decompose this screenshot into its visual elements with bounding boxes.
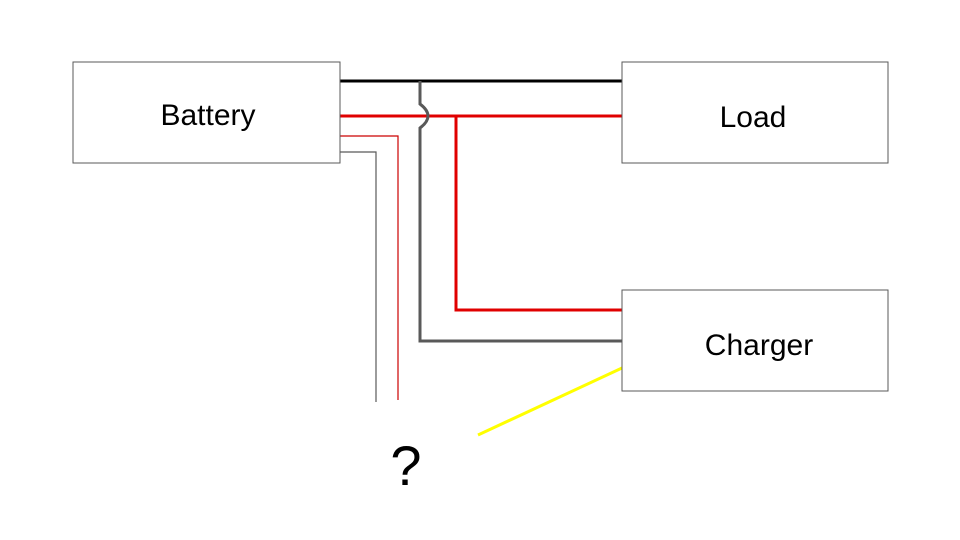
unknown-component-label: ? bbox=[390, 434, 421, 497]
load-box[interactable]: Load bbox=[621, 61, 889, 164]
battery-box[interactable]: Battery bbox=[72, 61, 341, 164]
charger-positive-wire bbox=[454, 116, 622, 312]
charger-signal-wire bbox=[477, 366, 623, 437]
battery-label: Battery bbox=[160, 99, 255, 132]
charger-label: Charger bbox=[705, 329, 813, 362]
unknown-positive-wire bbox=[340, 135, 399, 400]
unknown-negative-wire bbox=[340, 151, 377, 402]
load-label: Load bbox=[720, 101, 787, 134]
charger-box[interactable]: Charger bbox=[621, 289, 889, 392]
charger-negative-wire bbox=[418, 81, 622, 343]
